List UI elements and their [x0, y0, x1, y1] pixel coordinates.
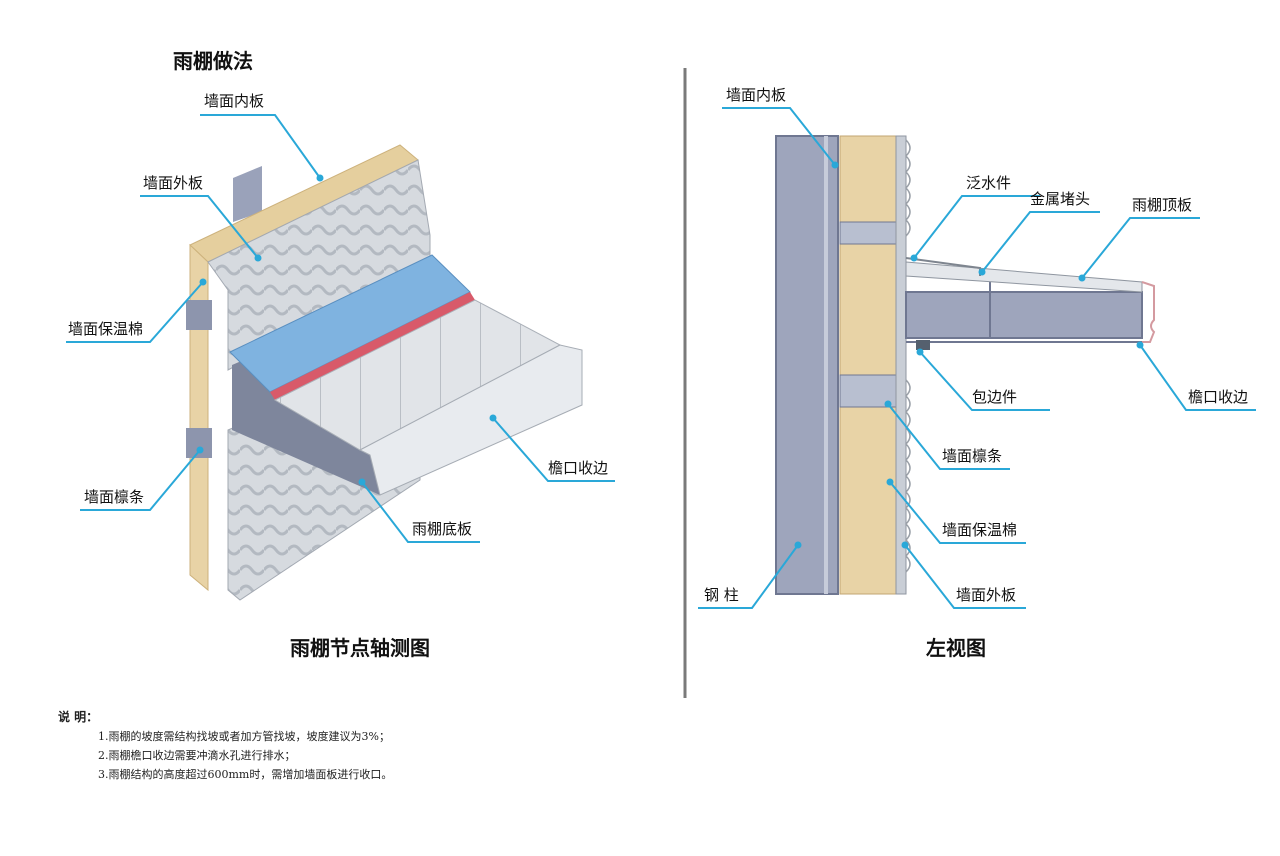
leader-left-eave	[492, 417, 615, 482]
leader-right-column	[698, 544, 799, 609]
wall-outer-corrugation	[904, 139, 911, 573]
leader-right-wall-inner	[722, 107, 836, 166]
label-right-eave: 檐口收边	[1188, 388, 1248, 406]
canopy-beam	[905, 291, 1143, 339]
edge-wrap-block	[916, 340, 930, 350]
canopy-top-panel	[905, 261, 1143, 293]
insulation-side	[189, 243, 209, 592]
label-right-wall-outer: 墙面外板	[956, 586, 1016, 604]
wall-outer-panel	[895, 135, 907, 595]
side-view-drawing	[775, 135, 1156, 595]
label-left-wall-outer: 墙面外板	[143, 174, 203, 192]
leader-right-eave	[1139, 344, 1256, 411]
leader-right-insulation	[889, 481, 1026, 544]
leader-right-top	[1081, 217, 1200, 279]
purlin-bracket-lower	[186, 428, 212, 458]
left-caption: 雨棚节点轴测图	[290, 636, 430, 660]
wall-purlin-upper	[839, 221, 897, 245]
canopy-eave-trim	[358, 344, 583, 496]
note-item-3: 3.雨棚结构的高度超过600mm时，需增加墙面板进行收口。	[98, 768, 393, 781]
dot-left-insulation	[199, 278, 207, 286]
dot-left-purlin	[196, 446, 204, 454]
dot-right-endcap	[978, 268, 986, 276]
notes-heading: 说 明：	[58, 710, 99, 724]
dot-left-bottom	[358, 478, 366, 486]
purlin-bracket-upper	[186, 300, 212, 330]
canopy-eave-trim	[1141, 281, 1156, 343]
label-right-flashing: 泛水件	[966, 174, 1011, 192]
note-item-2: 2.雨棚檐口收边需要冲滴水孔进行排水；	[98, 749, 296, 762]
leader-right-wall-outer	[904, 544, 1026, 609]
wall-insulation	[839, 135, 897, 595]
label-right-top: 雨棚顶板	[1132, 196, 1192, 214]
label-left-insulation: 墙面保温棉	[68, 320, 143, 338]
dot-right-eave	[1136, 341, 1144, 349]
dot-right-wall-outer	[901, 541, 909, 549]
left-leader-lines	[66, 114, 615, 543]
leader-left-wall-inner	[200, 114, 321, 179]
label-right-purlin: 墙面檩条	[942, 447, 1002, 465]
page-title: 雨棚做法	[173, 49, 253, 73]
dot-right-flashing	[910, 254, 918, 262]
steel-column-left	[233, 166, 262, 222]
steel-column	[775, 135, 839, 595]
leader-right-flashing	[913, 195, 1040, 259]
dot-left-eave	[489, 414, 497, 422]
dot-right-insulation	[886, 478, 894, 486]
right-caption: 左视图	[926, 636, 986, 660]
leader-right-purlin	[887, 403, 1010, 470]
label-left-eave: 檐口收边	[548, 459, 608, 477]
leader-left-bottom	[361, 481, 480, 543]
dot-left-wall-outer	[254, 254, 262, 262]
leader-left-insulation	[66, 281, 204, 343]
label-left-purlin: 墙面檩条	[84, 488, 144, 506]
label-right-edge: 包边件	[972, 388, 1017, 406]
left-leader-dots	[196, 174, 497, 486]
label-right-wall-inner: 墙面内板	[726, 86, 786, 104]
dot-right-top	[1078, 274, 1086, 282]
label-right-insulation: 墙面保温棉	[942, 521, 1017, 539]
label-left-wall-inner: 墙面内板	[204, 92, 264, 110]
right-leader-lines	[698, 107, 1256, 609]
leader-right-edge	[919, 351, 1050, 411]
axonometric-drawing	[186, 144, 583, 601]
label-right-column: 钢 柱	[704, 586, 739, 604]
leader-right-endcap	[981, 211, 1100, 273]
note-item-1: 1.雨棚的坡度需结构找坡或者加方管找坡，坡度建议为3%；	[98, 730, 390, 743]
dot-right-wall-inner	[831, 161, 839, 169]
label-right-endcap: 金属堵头	[1030, 190, 1090, 208]
notes-block: 说 明： 1.雨棚的坡度需结构找坡或者加方管找坡，坡度建议为3%； 2.雨棚檐口…	[58, 708, 758, 784]
dot-right-edge	[916, 348, 924, 356]
label-left-bottom: 雨棚底板	[412, 520, 472, 538]
canopy-red-strip	[270, 292, 475, 400]
leader-left-wall-outer	[140, 195, 259, 259]
dot-right-column	[794, 541, 802, 549]
right-leader-dots	[794, 161, 1144, 549]
dot-left-wall-inner	[316, 174, 324, 182]
leader-left-purlin	[80, 449, 201, 511]
dot-right-purlin	[884, 400, 892, 408]
